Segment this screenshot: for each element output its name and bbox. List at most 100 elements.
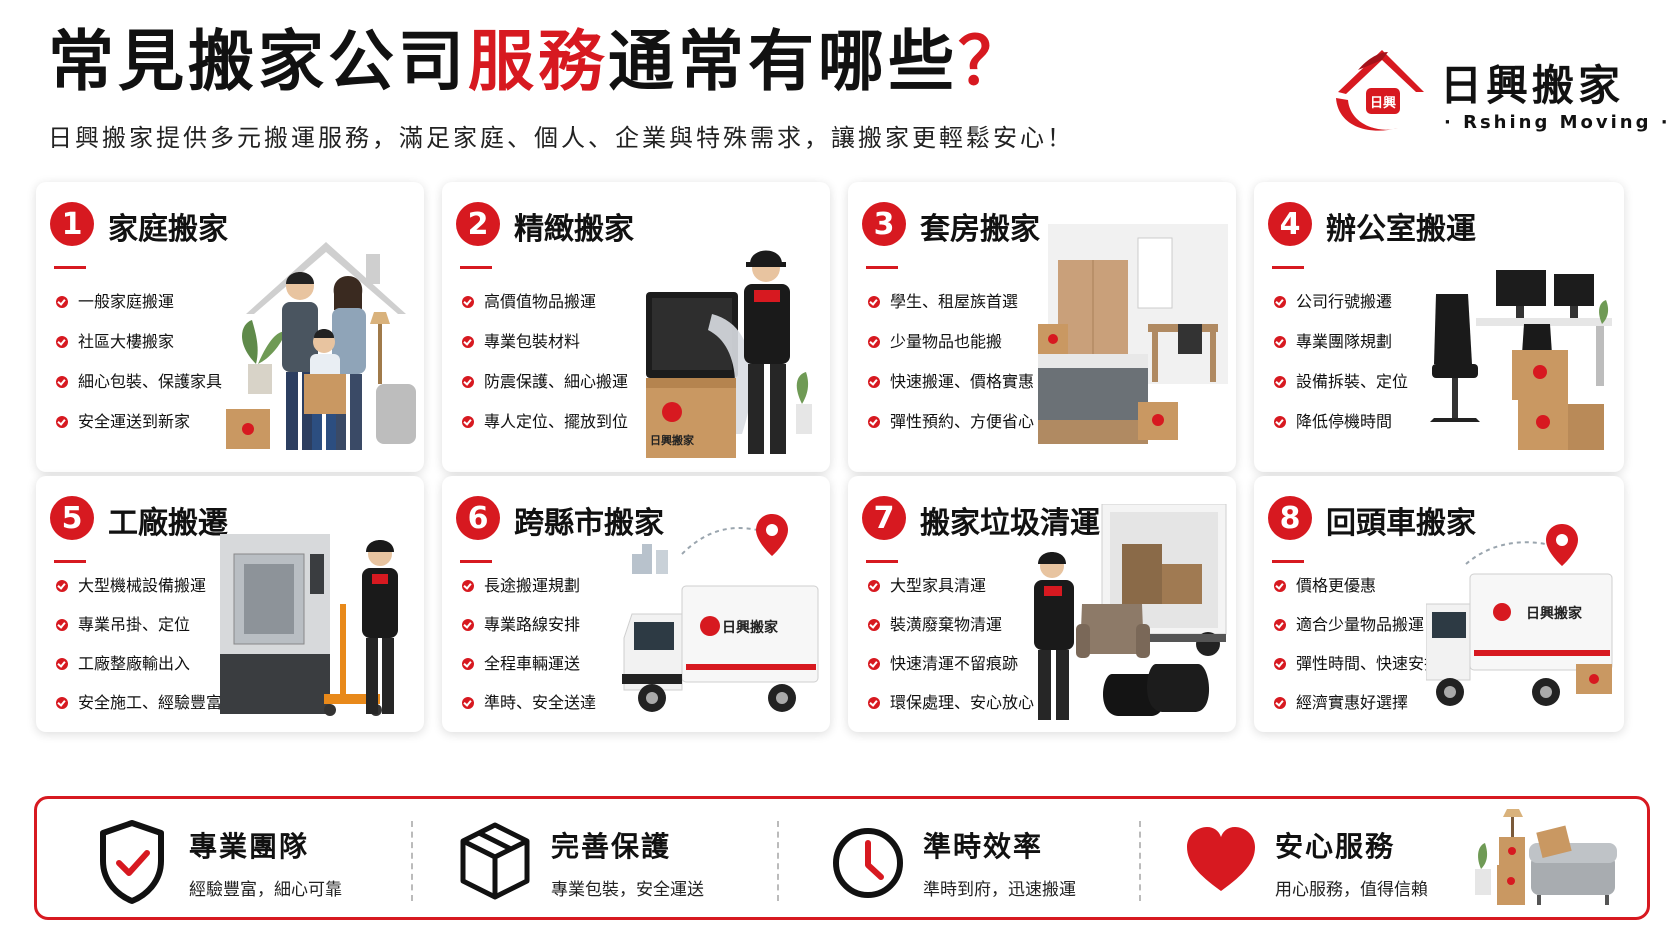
list-item: 快速搬運、價格實惠 — [868, 368, 1034, 408]
check-bullet-icon — [56, 336, 68, 348]
list-item: 社區大樓搬家 — [56, 328, 222, 368]
title-underline — [866, 560, 898, 563]
features-banner: 專業團隊 經驗豐富，細心可靠 完善保護 專業包裝，安全運送 準時效率 準時到府，… — [34, 796, 1650, 920]
list-item-text: 一般家庭搬運 — [78, 292, 175, 311]
list-item-text: 快速搬運、價格實惠 — [890, 372, 1035, 391]
list-item-text: 大型機械設備搬運 — [78, 576, 207, 595]
feature-divider — [1139, 821, 1141, 901]
list-item-text: 環保處理、安心放心 — [890, 693, 1035, 712]
list-item: 學生、租屋族首選 — [868, 288, 1034, 328]
service-number: 6 — [456, 496, 500, 540]
list-item-text: 細心包裝、保護家具 — [78, 372, 223, 391]
check-bullet-icon — [1274, 619, 1286, 631]
list-item-text: 安全運送到新家 — [78, 412, 191, 431]
factory-machine-icon — [220, 534, 398, 716]
service-card-family[interactable]: 1 家庭搬家 一般家庭搬運 社區大樓搬家 細心包裝、保護家具 安全運送到新家 — [36, 182, 424, 472]
list-item: 彈性預約、方便省心 — [868, 408, 1034, 448]
feature-protection: 完善保護 專業包裝，安全運送 — [459, 799, 759, 923]
list-item-text: 高價值物品搬運 — [484, 292, 597, 311]
list-item: 工廠整廠輸出入 — [56, 650, 222, 689]
check-bullet-icon — [1274, 658, 1286, 670]
feature-subtitle: 準時到府，迅速搬運 — [923, 880, 1076, 900]
check-bullet-icon — [1274, 580, 1286, 592]
list-item: 專業路線安排 — [462, 611, 596, 650]
check-bullet-icon — [868, 697, 880, 709]
list-item: 專人定位、擺放到位 — [462, 408, 628, 448]
service-card-studio[interactable]: 3 套房搬家 學生、租屋族首選 少量物品也能搬 快速搬運、價格實惠 彈性預約、方… — [848, 182, 1236, 472]
service-card-return-truck[interactable]: 8 回頭車搬家 價格更優惠 適合少量物品搬運 彈性時間、快速安排 經濟實惠好選擇… — [1254, 476, 1624, 732]
title-part-1: 常見搬家公司 — [48, 23, 468, 100]
title-underline — [460, 560, 492, 563]
list-item-text: 學生、租屋族首選 — [890, 292, 1019, 311]
list-item-text: 彈性時間、快速安排 — [1296, 654, 1441, 673]
list-item: 專業包裝材料 — [462, 328, 628, 368]
feature-divider — [411, 821, 413, 901]
check-bullet-icon — [56, 296, 68, 308]
truck-brand-label: 日興搬家 — [722, 619, 779, 636]
check-bullet-icon — [462, 296, 474, 308]
list-item-text: 專業吊掛、定位 — [78, 615, 191, 634]
check-bullet-icon — [868, 416, 880, 428]
list-item: 安全運送到新家 — [56, 408, 222, 448]
list-item: 快速清運不留痕跡 — [868, 650, 1034, 689]
check-bullet-icon — [1274, 296, 1286, 308]
check-bullet-icon — [868, 376, 880, 388]
feature-title: 完善保護 — [551, 830, 672, 863]
list-item-text: 設備拆裝、定位 — [1296, 372, 1409, 391]
list-item-text: 裝潢廢棄物清運 — [890, 615, 1003, 634]
list-item-text: 社區大樓搬家 — [78, 332, 175, 351]
list-item-text: 適合少量物品搬運 — [1296, 615, 1425, 634]
service-list: 大型機械設備搬運 專業吊掛、定位 工廠整廠輸出入 安全施工、經驗豐富 — [56, 572, 222, 728]
check-bullet-icon — [868, 580, 880, 592]
service-title: 搬家垃圾清運 — [920, 506, 1100, 541]
check-bullet-icon — [1274, 376, 1286, 388]
feature-peace-of-mind: 安心服務 用心服務，值得信賴 — [1185, 799, 1645, 923]
list-item: 環保處理、安心放心 — [868, 689, 1034, 728]
office-desk-icon — [1430, 270, 1612, 450]
list-item-text: 價格更優惠 — [1296, 576, 1377, 595]
check-bullet-icon — [1274, 416, 1286, 428]
check-bullet-icon — [1274, 336, 1286, 348]
package-box-icon — [460, 822, 530, 900]
service-card-waste-removal[interactable]: 7 搬家垃圾清運 大型家具清運 裝潢廢棄物清運 快速清運不留痕跡 環保處理、安心… — [848, 476, 1236, 732]
title-underline — [866, 266, 898, 269]
list-item: 降低停機時間 — [1274, 408, 1408, 448]
service-list: 學生、租屋族首選 少量物品也能搬 快速搬運、價格實惠 彈性預約、方便省心 — [868, 288, 1034, 448]
service-title: 跨縣市搬家 — [514, 506, 664, 541]
check-bullet-icon — [462, 697, 474, 709]
service-card-office[interactable]: 4 辦公室搬運 公司行號搬遷 專業團隊規劃 設備拆裝、定位 降低停機時間 — [1254, 182, 1624, 472]
box-brand-label: 日興搬家 — [650, 433, 695, 447]
brand-logo: 日興 日興搬家 · Rshing Moving · — [1328, 40, 1668, 140]
family-house-icon — [226, 242, 416, 450]
list-item: 適合少量物品搬運 — [1274, 611, 1440, 650]
feature-punctuality: 準時效率 準時到府，迅速搬運 — [831, 799, 1131, 923]
service-title: 回頭車搬家 — [1326, 506, 1476, 541]
service-card-delicate[interactable]: 2 精緻搬家 高價值物品搬運 專業包裝材料 防震保護、細心搬運 專人定位、擺放到… — [442, 182, 830, 472]
check-bullet-icon — [56, 619, 68, 631]
studio-room-icon — [1038, 224, 1228, 444]
service-number: 7 — [862, 496, 906, 540]
list-item: 全程車輛運送 — [462, 650, 596, 689]
service-number: 3 — [862, 202, 906, 246]
list-item: 長途搬運規劃 — [462, 572, 596, 611]
list-item-text: 專業團隊規劃 — [1296, 332, 1393, 351]
service-number: 8 — [1268, 496, 1312, 540]
service-card-factory[interactable]: 5 工廠搬遷 大型機械設備搬運 專業吊掛、定位 工廠整廠輸出入 安全施工、經驗豐… — [36, 476, 424, 732]
feature-title: 安心服務 — [1275, 830, 1396, 863]
check-bullet-icon — [56, 658, 68, 670]
logo-badge-text: 日興 — [1370, 95, 1396, 111]
list-item: 防震保護、細心搬運 — [462, 368, 628, 408]
service-title: 工廠搬遷 — [108, 506, 228, 541]
check-bullet-icon — [462, 336, 474, 348]
list-item: 價格更優惠 — [1274, 572, 1440, 611]
check-bullet-icon — [868, 336, 880, 348]
service-list: 長途搬運規劃 專業路線安排 全程車輛運送 準時、安全送達 — [462, 572, 596, 728]
service-card-cross-county[interactable]: 6 跨縣市搬家 長途搬運規劃 專業路線安排 全程車輛運送 準時、安全送達 日興搬… — [442, 476, 830, 732]
service-list: 價格更優惠 適合少量物品搬運 彈性時間、快速安排 經濟實惠好選擇 — [1274, 572, 1440, 728]
return-truck-icon: 日興搬家 — [1426, 524, 1613, 706]
list-item: 裝潢廢棄物清運 — [868, 611, 1034, 650]
list-item: 專業團隊規劃 — [1274, 328, 1408, 368]
title-part-2: 通常有哪些 — [608, 23, 958, 100]
list-item: 彈性時間、快速安排 — [1274, 650, 1440, 689]
feature-subtitle: 專業包裝，安全運送 — [551, 880, 704, 900]
